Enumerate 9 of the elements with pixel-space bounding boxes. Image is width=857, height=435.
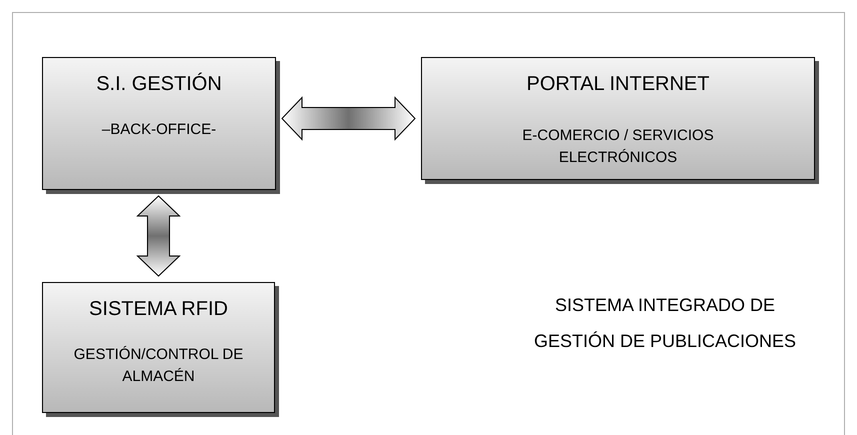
box-description: E-COMERCIO / SERVICIOS ELECTRÓNICOS [521, 126, 715, 168]
double-block-arrow [281, 96, 416, 141]
box-description: –BACK-OFFICE- [100, 120, 218, 140]
box-title: S.I. GESTIÓN [95, 72, 223, 97]
box-title: PORTAL INTERNET [526, 72, 710, 97]
box-description: GESTIÓN/CONTROL DE ALMACÉN [72, 345, 244, 387]
double-block-arrow [136, 195, 181, 277]
diagram-label: SISTEMA INTEGRADO DE GESTIÓN DE PUBLICACIONES [532, 294, 798, 353]
box-title: SISTEMA RFID [88, 297, 229, 322]
